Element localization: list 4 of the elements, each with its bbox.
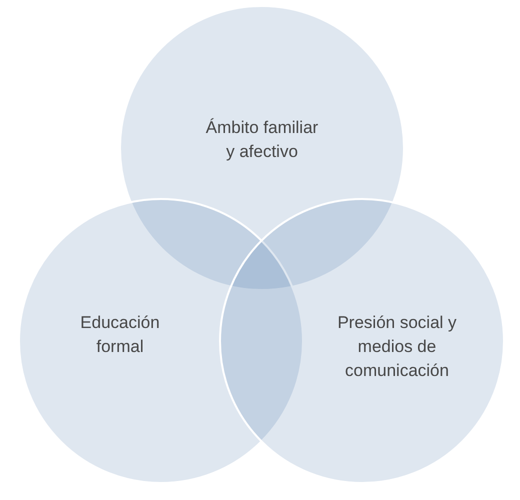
circle-label: Educación formal — [79, 312, 161, 358]
venn-circle — [219, 198, 505, 484]
circle-label: Ámbito familiar y afectivo — [204, 117, 320, 163]
circle-label: Presión social y medios de comunicación — [336, 312, 458, 382]
